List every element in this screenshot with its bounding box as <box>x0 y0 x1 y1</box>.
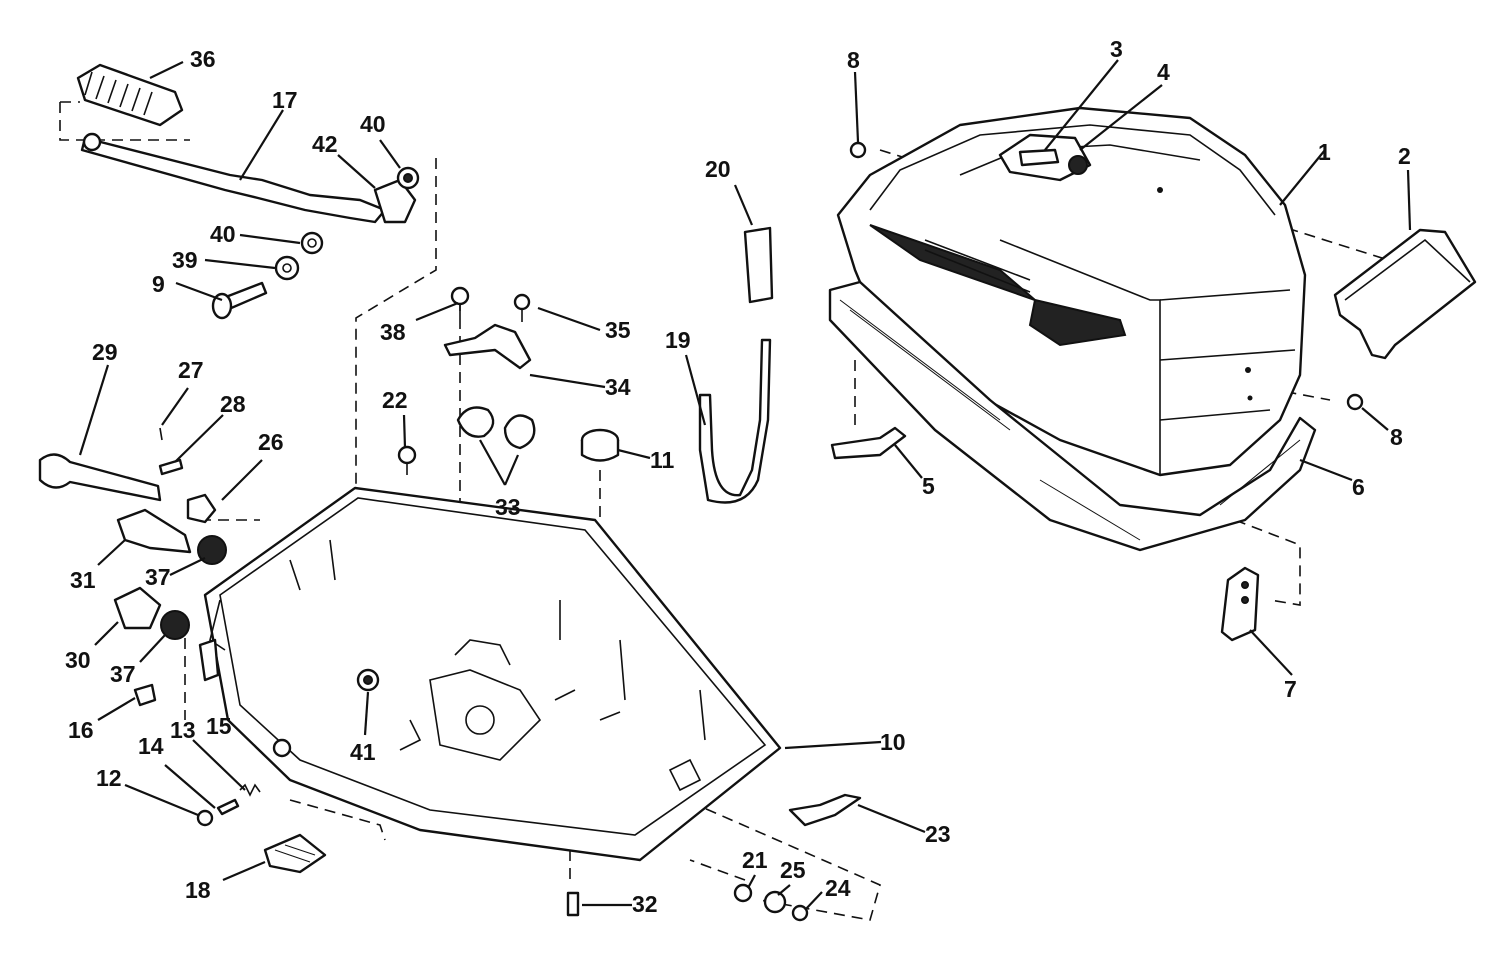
steering-handle <box>80 132 387 224</box>
label-10: 10 <box>880 729 906 755</box>
spring-13 <box>239 783 261 797</box>
label-6: 6 <box>1352 474 1365 500</box>
knob-30 <box>113 586 162 630</box>
label-19: 19 <box>665 327 691 353</box>
label-9: 9 <box>152 271 165 297</box>
label-23: 23 <box>925 821 951 847</box>
label-12: 12 <box>96 765 122 791</box>
pin-27 <box>159 427 163 441</box>
label-34: 34 <box>605 374 631 400</box>
screw-32 <box>566 891 580 917</box>
label-5: 5 <box>922 473 935 499</box>
label-1: 1 <box>1318 139 1331 165</box>
knob-31 <box>116 508 192 554</box>
label-36: 36 <box>190 46 216 72</box>
label-18: 18 <box>185 877 211 903</box>
label-8-top: 8 <box>847 47 860 73</box>
screw-16 <box>133 683 157 707</box>
bracket-34 <box>443 323 532 370</box>
label-31: 31 <box>70 567 96 593</box>
latch-hook-5 <box>830 426 907 460</box>
label-2: 2 <box>1398 143 1411 169</box>
label-4: 4 <box>1157 59 1170 85</box>
label-13: 13 <box>170 717 196 743</box>
gear-37-lower <box>160 610 190 640</box>
nut-41 <box>356 668 380 692</box>
bolt-9 <box>211 281 268 320</box>
handle-grip <box>76 63 184 127</box>
washer-24 <box>791 904 809 922</box>
cover-latch-lever <box>1333 228 1477 360</box>
washer-40-lower <box>300 231 324 255</box>
screw-21 <box>733 883 753 903</box>
label-15: 15 <box>206 713 232 739</box>
label-42: 42 <box>312 131 338 157</box>
label-22: 22 <box>382 387 408 413</box>
assembly-dashed-lines <box>59 101 1421 921</box>
label-8-right: 8 <box>1390 424 1403 450</box>
label-40-mid: 40 <box>210 221 236 247</box>
emblem-3-4 <box>998 133 1092 182</box>
handle-bracket <box>373 166 420 224</box>
screw-28 <box>158 458 184 476</box>
label-30: 30 <box>65 647 91 673</box>
gear-37-upper <box>197 535 227 565</box>
label-25: 25 <box>780 857 806 883</box>
label-32: 32 <box>632 891 658 917</box>
label-26: 26 <box>258 429 284 455</box>
label-17: 17 <box>272 87 298 113</box>
lower-motor-cover <box>198 486 782 862</box>
label-14: 14 <box>138 733 164 759</box>
leader-lines <box>78 59 1412 911</box>
grommets-33 <box>456 406 536 450</box>
screw-35 <box>513 293 531 322</box>
part-labels: 36 17 40 42 40 39 9 29 27 28 26 31 37 30… <box>65 36 1411 917</box>
label-33: 33 <box>495 494 521 520</box>
label-41: 41 <box>350 739 376 765</box>
label-27: 27 <box>178 357 204 383</box>
label-38: 38 <box>380 319 406 345</box>
latch-bracket-7 <box>1220 566 1260 642</box>
choke-knob-29 <box>38 453 162 502</box>
label-39: 39 <box>172 247 198 273</box>
label-37-upper: 37 <box>145 564 171 590</box>
washer-39 <box>274 255 300 281</box>
label-7: 7 <box>1284 676 1297 702</box>
screw-8-right <box>1346 393 1364 411</box>
screw-38 <box>450 286 470 318</box>
screw-22 <box>397 445 417 475</box>
clip-26 <box>186 493 217 524</box>
label-11: 11 <box>650 447 675 473</box>
label-3: 3 <box>1110 36 1123 62</box>
screw-14 <box>216 798 240 816</box>
plug-20 <box>743 226 774 304</box>
hose-19 <box>698 338 772 504</box>
lever-23 <box>788 793 862 827</box>
label-37-lower: 37 <box>110 661 136 687</box>
label-21: 21 <box>742 847 768 873</box>
screw-8-top <box>849 141 867 159</box>
bracket-18 <box>263 833 327 874</box>
label-16: 16 <box>68 717 94 743</box>
washer-12 <box>196 809 214 827</box>
label-29: 29 <box>92 339 118 365</box>
label-24: 24 <box>825 875 851 901</box>
label-28: 28 <box>220 391 246 417</box>
label-20: 20 <box>705 156 731 182</box>
cover-seal <box>828 280 1317 552</box>
label-40-top: 40 <box>360 111 386 137</box>
bushing-25 <box>763 890 787 914</box>
grommet-11 <box>580 428 620 462</box>
label-35: 35 <box>605 317 631 343</box>
